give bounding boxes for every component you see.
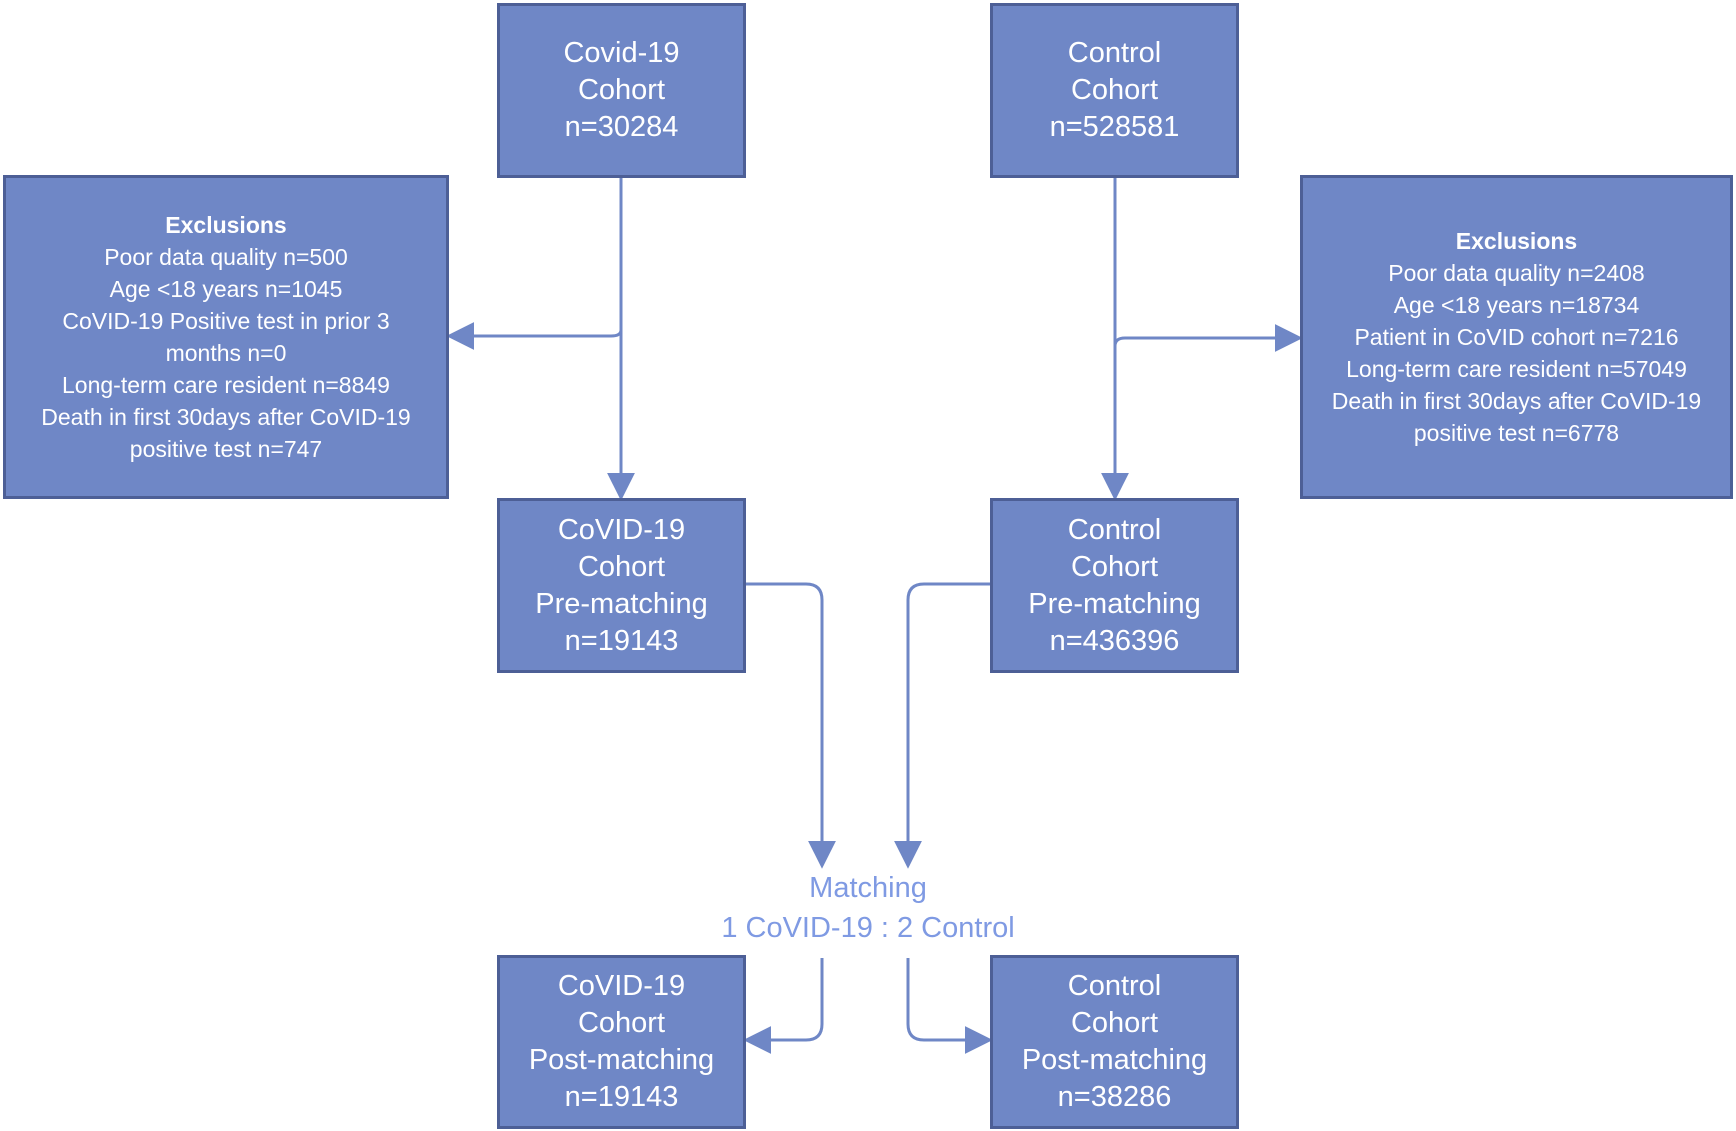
control-exclusions-box: Exclusions Poor data quality n=2408 Age … [1300, 175, 1733, 499]
matching-title: Matching [809, 872, 927, 904]
control-postmatching-line-1: Control [1067, 970, 1162, 1002]
control-prematching-line-1: Control [1067, 513, 1162, 546]
control-cohort-line-1: Control [1067, 37, 1162, 69]
covid-exclusion-line-7: positive test n=747 [129, 436, 323, 462]
matching-label: Matching 1 CoVID-19 : 2 Control [568, 868, 1168, 948]
control-exclusion-line-2: Age <18 years n=18734 [1393, 292, 1640, 318]
control-prematching-line-3: Pre-matching [1028, 587, 1201, 620]
covid-exclusion-line-3: CoVID-19 Positive test in prior 3 [62, 308, 390, 334]
covid-exclusion-line-1: Poor data quality n=500 [104, 244, 348, 270]
covid-cohort-box: Covid-19 Cohort n=30284 [497, 3, 746, 178]
control-prematching-box: Control Cohort Pre-matching n=436396 [990, 498, 1239, 673]
covid-exclusions-title: Exclusions [165, 212, 287, 238]
control-exclusion-line-3: Patient in CoVID cohort n=7216 [1354, 324, 1679, 350]
control-exclusion-line-1: Poor data quality n=2408 [1388, 260, 1645, 286]
arrow-control-to-exclusions [1113, 324, 1303, 352]
covid-cohort-line-2: Cohort [577, 74, 666, 106]
arrow-covid-to-exclusions [446, 322, 623, 350]
covid-postmatching-line-3: Post-matching [528, 1044, 715, 1076]
covid-exclusion-line-6: Death in first 30days after CoVID-19 [41, 404, 411, 430]
control-prematching-line-4: n=436396 [1049, 624, 1180, 657]
covid-prematching-line-3: Pre-matching [535, 587, 708, 620]
covid-exclusions-box: Exclusions Poor data quality n=500 Age <… [3, 175, 449, 499]
covid-exclusion-line-2: Age <18 years n=1045 [109, 276, 343, 302]
covid-postmatching-line-4: n=19143 [564, 1081, 679, 1113]
control-cohort-line-2: Cohort [1070, 74, 1159, 106]
arrow-covid-prematching-to-matching [746, 582, 836, 869]
covid-cohort-line-1: Covid-19 [563, 37, 680, 69]
control-cohort-box: Control Cohort n=528581 [990, 3, 1239, 178]
control-exclusions-title: Exclusions [1455, 228, 1578, 254]
covid-prematching-line-4: n=19143 [564, 624, 679, 657]
control-postmatching-line-2: Cohort [1070, 1007, 1159, 1039]
control-postmatching-line-4: n=38286 [1057, 1081, 1172, 1113]
control-exclusion-line-6: positive test n=6778 [1413, 420, 1620, 446]
covid-prematching-line-1: CoVID-19 [557, 513, 686, 546]
arrow-matching-to-covid-postmatching [743, 958, 824, 1054]
covid-exclusion-line-5: Long-term care resident n=8849 [62, 372, 390, 398]
control-cohort-line-3: n=528581 [1049, 111, 1180, 143]
arrow-matching-to-control-postmatching [906, 958, 993, 1054]
covid-prematching-line-2: Cohort [577, 550, 666, 583]
arrow-control-prematching-to-matching [894, 582, 990, 869]
covid-exclusion-line-4: months n=0 [165, 340, 287, 366]
control-prematching-line-2: Cohort [1070, 550, 1159, 583]
covid-postmatching-line-2: Cohort [577, 1007, 666, 1039]
matching-ratio: 1 CoVID-19 : 2 Control [721, 912, 1015, 944]
control-exclusion-line-5: Death in first 30days after CoVID-19 [1331, 388, 1702, 414]
covid-prematching-box: CoVID-19 Cohort Pre-matching n=19143 [497, 498, 746, 673]
covid-postmatching-box: CoVID-19 Cohort Post-matching n=19143 [497, 955, 746, 1129]
control-postmatching-box: Control Cohort Post-matching n=38286 [990, 955, 1239, 1129]
covid-cohort-line-3: n=30284 [564, 111, 679, 143]
covid-postmatching-line-1: CoVID-19 [557, 970, 686, 1002]
control-postmatching-line-3: Post-matching [1021, 1044, 1208, 1076]
control-exclusion-line-4: Long-term care resident n=57049 [1346, 356, 1687, 382]
